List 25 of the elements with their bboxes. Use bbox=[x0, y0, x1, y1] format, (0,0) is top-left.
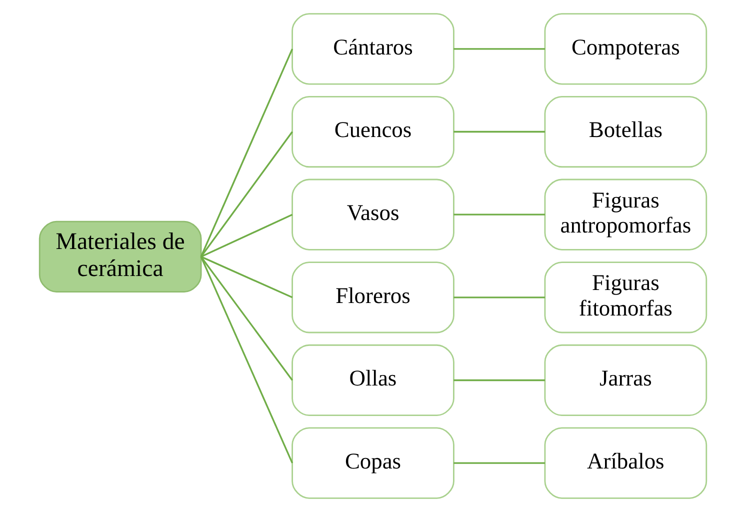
node-box: Figuras fitomorfas bbox=[544, 262, 707, 334]
node-box: Vasos bbox=[291, 178, 454, 250]
connector bbox=[200, 131, 292, 258]
connector bbox=[453, 130, 544, 133]
node-box: Materiales de cerámica bbox=[38, 220, 202, 292]
connector bbox=[453, 296, 544, 298]
node-box: Cántaros bbox=[291, 13, 454, 85]
connector bbox=[453, 379, 544, 382]
node-box: Aríbalos bbox=[544, 427, 707, 499]
connector bbox=[200, 256, 293, 464]
connector bbox=[453, 214, 544, 216]
connector bbox=[200, 256, 292, 298]
node-box: Ollas bbox=[291, 344, 454, 416]
node-box: Copas bbox=[291, 427, 454, 499]
node-box: Jarras bbox=[544, 344, 707, 416]
node-box: Compoteras bbox=[544, 13, 707, 85]
connector bbox=[453, 48, 544, 50]
node-box: Cuencos bbox=[291, 96, 454, 168]
node-box: Floreros bbox=[291, 262, 454, 334]
connector bbox=[200, 214, 292, 258]
connector bbox=[453, 462, 544, 464]
node-box: Botellas bbox=[544, 96, 707, 168]
node-box: Figuras antropomorfas bbox=[544, 178, 707, 250]
connector bbox=[200, 48, 293, 258]
connector bbox=[200, 256, 292, 381]
